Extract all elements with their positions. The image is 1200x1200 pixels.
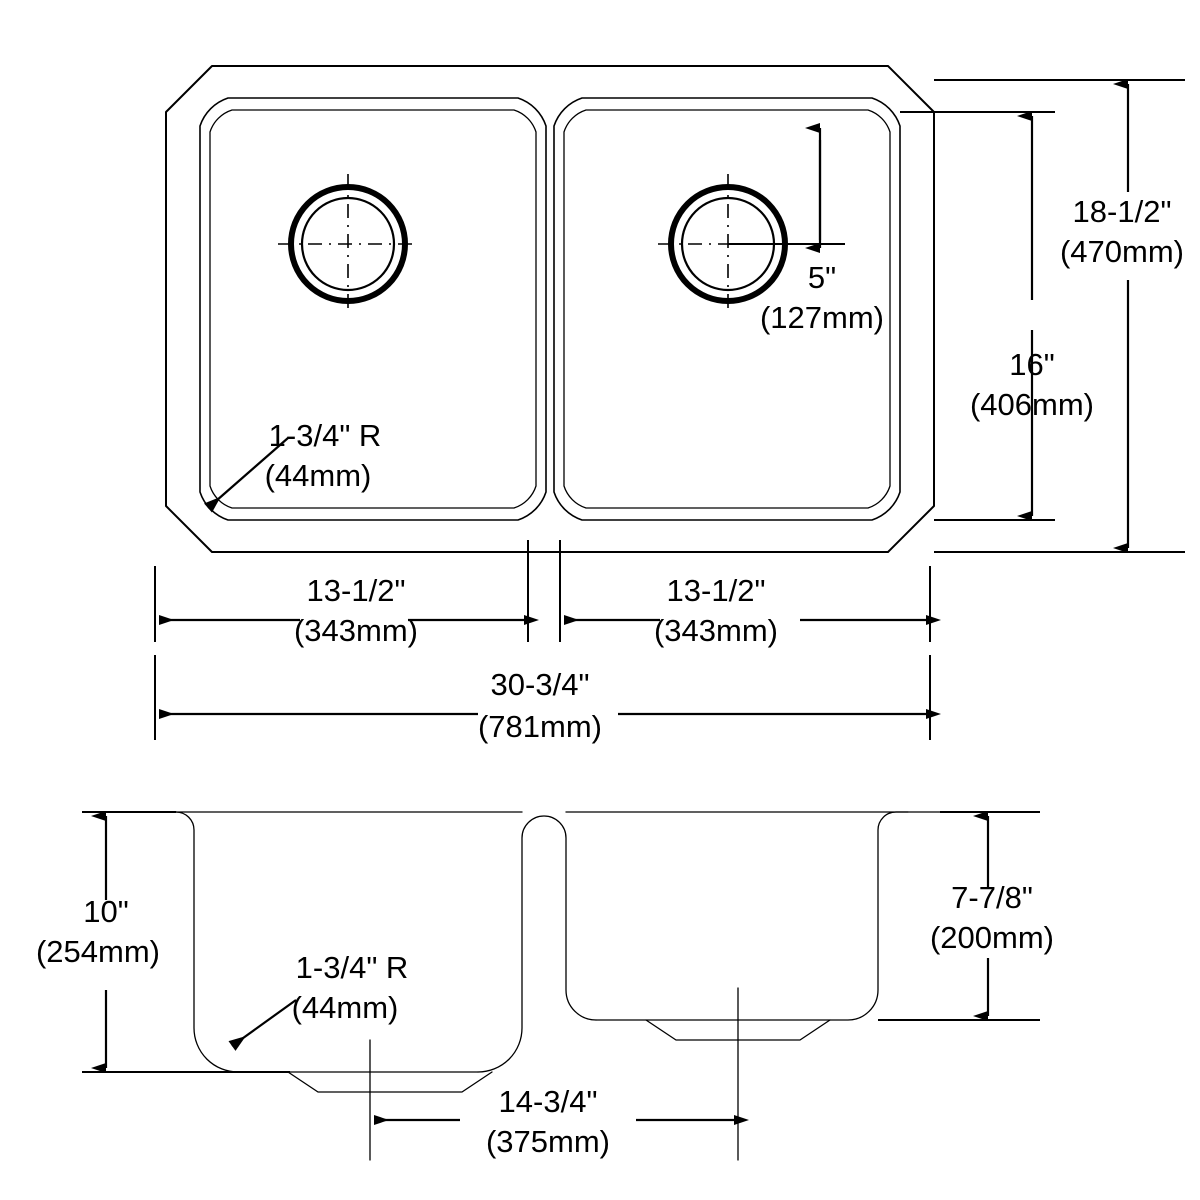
dim-right-bowl-height-metric: (200mm) — [930, 920, 1054, 955]
dim-drain-to-drain-metric: (375mm) — [486, 1124, 610, 1159]
section-view-geometry — [139, 811, 941, 1161]
left-bowl-rim-inner — [209, 109, 537, 509]
right-bowl-rim-inner — [563, 109, 891, 509]
dim-right-bowl-width: 13-1/2" (343mm) — [559, 540, 941, 648]
dim-drain-from-rear-metric: (127mm) — [760, 300, 884, 335]
left-bowl-drain — [278, 174, 418, 314]
callout-section-corner-radius: 1-3/4" R (44mm) — [228, 950, 409, 1051]
callout-plan-radius-metric: (44mm) — [265, 458, 372, 493]
dim-drain-to-drain-imperial: 14-3/4" — [499, 1084, 598, 1119]
center-divider-ridge — [477, 815, 597, 1073]
dim-overall-depth: 18-1/2" (470mm) — [934, 79, 1185, 553]
dim-bowl-depth-metric: (406mm) — [970, 387, 1094, 422]
dim-right-bowl-width-imperial: 13-1/2" — [667, 573, 766, 608]
callout-plan-corner-radius: 1-3/4" R (44mm) — [204, 418, 382, 513]
callout-section-radius-imperial: 1-3/4" R — [296, 950, 409, 985]
callout-plan-radius-imperial: 1-3/4" R — [269, 418, 382, 453]
dim-bowl-depth: 16" (406mm) — [900, 111, 1094, 521]
dim-right-bowl-height-imperial: 7-7/8" — [951, 880, 1033, 915]
left-drain-sump — [287, 1071, 493, 1093]
right-bowl-rim-outer — [553, 97, 901, 521]
dim-left-bowl-width: 13-1/2" (343mm) — [154, 540, 539, 648]
dim-overall-width: 30-3/4" (781mm) — [154, 655, 941, 744]
dim-overall-depth-imperial: 18-1/2" — [1073, 194, 1172, 229]
callout-section-radius-metric: (44mm) — [292, 990, 399, 1025]
left-bowl-rim-outer — [199, 97, 547, 521]
dim-left-bowl-height: 10" (254mm) — [36, 811, 290, 1073]
dim-left-bowl-width-imperial: 13-1/2" — [307, 573, 406, 608]
dim-left-bowl-height-metric: (254mm) — [36, 934, 160, 969]
right-bowl-section-profile — [595, 811, 941, 1021]
dim-overall-width-metric: (781mm) — [478, 709, 602, 744]
dim-bowl-depth-imperial: 16" — [1009, 347, 1055, 382]
dim-right-bowl-width-metric: (343mm) — [654, 613, 778, 648]
dim-drain-from-rear-imperial: 5" — [808, 260, 836, 295]
left-bowl-section-profile — [175, 811, 479, 1073]
sink-deck-outline — [165, 65, 935, 553]
dim-left-bowl-height-imperial: 10" — [83, 894, 129, 929]
dim-drain-to-drain: 14-3/4" (375mm) — [374, 1084, 749, 1159]
dim-right-bowl-height: 7-7/8" (200mm) — [878, 811, 1054, 1021]
dim-overall-width-imperial: 30-3/4" — [491, 667, 590, 702]
dim-drain-from-rear: 5" (127mm) — [728, 123, 884, 335]
dim-left-bowl-width-metric: (343mm) — [294, 613, 418, 648]
dim-overall-depth-metric: (470mm) — [1060, 234, 1184, 269]
